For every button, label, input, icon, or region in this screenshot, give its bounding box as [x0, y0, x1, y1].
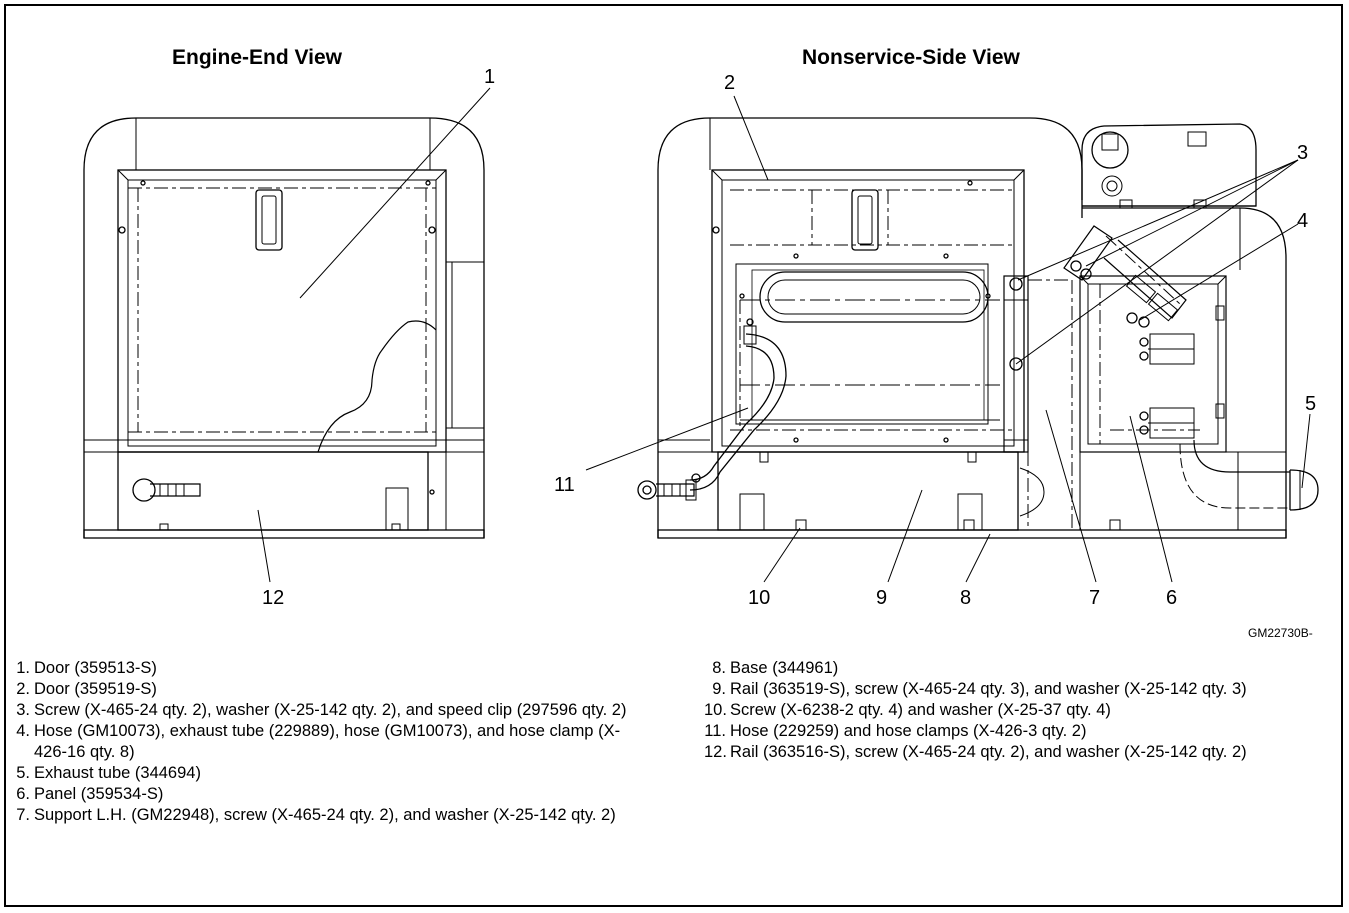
legend-item: 3.Screw (X-465-24 qty. 2), washer (X-25-…	[16, 701, 627, 719]
exhaust-tube-4	[1063, 225, 1187, 328]
callout-8: 8	[960, 587, 972, 609]
callout-6: 6	[1166, 587, 1178, 609]
callout-5: 5	[1305, 393, 1317, 415]
engine-end-view-title: Engine-End View	[172, 46, 342, 69]
panel-6	[1079, 275, 1227, 453]
rail-9	[657, 451, 1287, 531]
legend-item: 9.Rail (363519-S), screw (X-465-24 qty. …	[712, 680, 1247, 698]
figure-id: GM22730B-	[1248, 626, 1313, 640]
legend-item: 11.Hose (229259) and hose clamps (X-426-…	[704, 722, 1087, 740]
callout-9: 9	[876, 587, 888, 609]
legend-item: 6.Panel (359534-S)	[16, 785, 164, 803]
exhaust-tube-5	[1179, 439, 1319, 511]
callout-2: 2	[724, 72, 736, 94]
legend-right: 8.Base (344961) 9.Rail (363519-S), screw…	[704, 658, 1334, 763]
engine-end-view	[83, 87, 491, 583]
legend-item: 1.Door (359513-S)	[16, 659, 157, 677]
controller-box	[1081, 123, 1257, 218]
callout-4: 4	[1297, 210, 1309, 232]
legend-item: 5.Exhaust tube (344694)	[16, 764, 201, 782]
legend-item: 8.Base (344961)	[712, 659, 839, 677]
callout-11: 11	[554, 474, 575, 496]
rail-12	[117, 451, 435, 531]
callout-3: 3	[1297, 142, 1309, 164]
door-1	[117, 169, 447, 453]
legend-item: 4.Hose (GM10073), exhaust tube (229889),…	[16, 722, 621, 761]
hose-11	[637, 318, 787, 501]
nonservice-side-view-title: Nonservice-Side View	[802, 46, 1020, 69]
nonservice-side-view	[585, 95, 1319, 583]
callout-12: 12	[262, 587, 285, 609]
legend-item: 12.Rail (363516-S), screw (X-465-24 qty.…	[704, 743, 1247, 761]
legend-item: 10.Screw (X-6238-2 qty. 4) and washer (X…	[704, 701, 1111, 719]
callout-10: 10	[748, 587, 771, 609]
legend-item: 7.Support L.H. (GM22948), screw (X-465-2…	[16, 806, 616, 824]
callout-1: 1	[484, 66, 496, 88]
legend-left: 1.Door (359513-S) 2.Door (359519-S) 3.Sc…	[8, 658, 638, 826]
figure-frame	[4, 4, 1343, 907]
legend-item: 2.Door (359519-S)	[16, 680, 157, 698]
callout-7: 7	[1089, 587, 1101, 609]
support-7	[1003, 275, 1081, 530]
